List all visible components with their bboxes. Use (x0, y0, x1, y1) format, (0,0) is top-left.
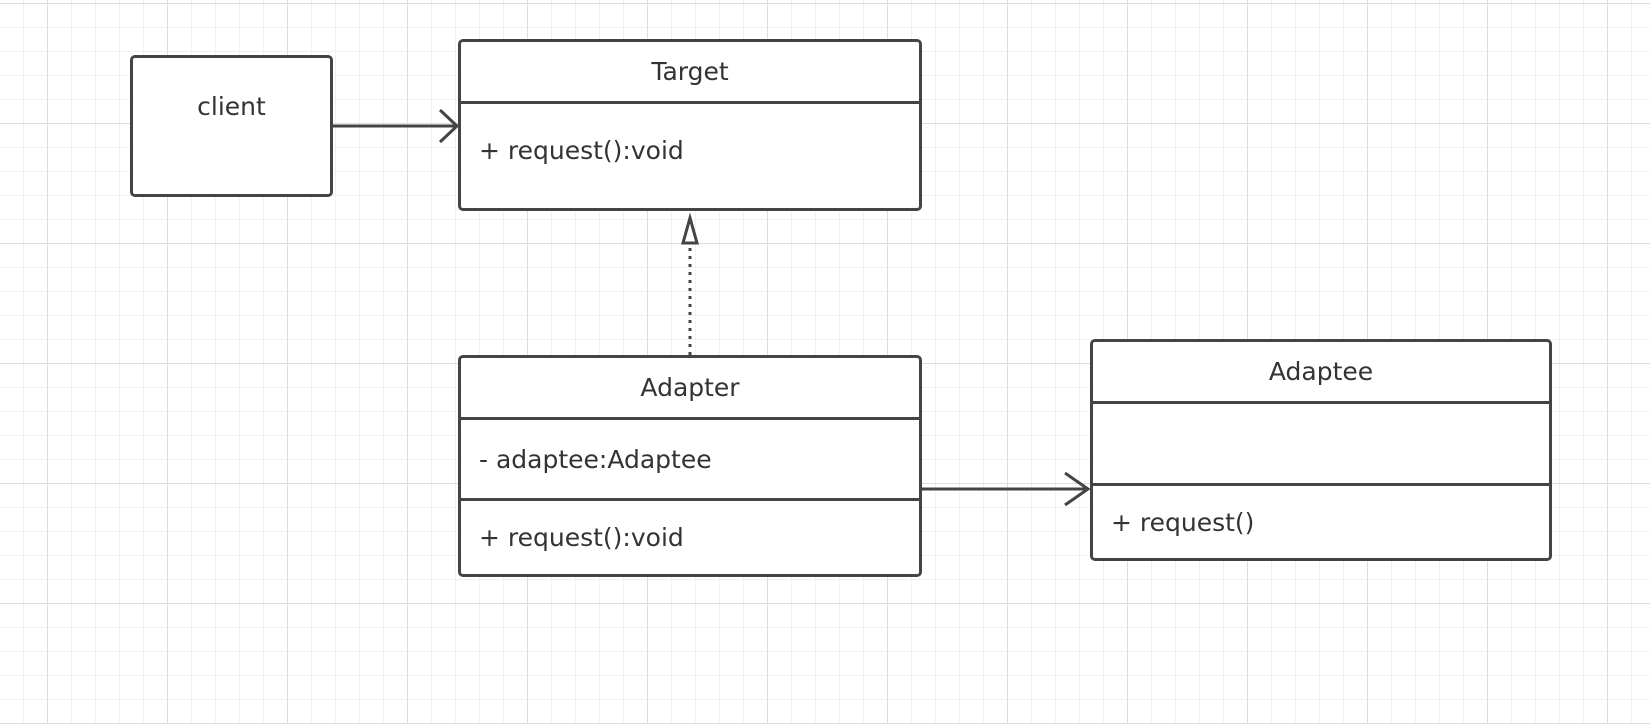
adaptee-class-box[interactable]: Adaptee + request() (1090, 339, 1552, 561)
target-method: + request():void (479, 136, 684, 165)
adapter-class-name: Adapter (461, 358, 919, 420)
adaptee-method: + request() (1111, 507, 1255, 537)
adapter-class-box[interactable]: Adapter - adaptee:Adaptee + request():vo… (458, 355, 922, 577)
client-label: client (197, 92, 266, 121)
adaptee-attributes-compartment (1093, 404, 1549, 486)
target-class-name: Target (461, 42, 919, 104)
adapter-attribute: - adaptee:Adaptee (461, 420, 919, 501)
adapter-to-adaptee-arrow (922, 471, 1091, 507)
client-to-target-arrow (333, 108, 460, 144)
client-box[interactable]: client (130, 55, 333, 197)
adapter-method: + request():void (479, 523, 684, 552)
adapter-realizes-target-arrow (681, 212, 699, 355)
adaptee-class-name: Adaptee (1093, 342, 1549, 404)
target-class-box[interactable]: Target + request():void (458, 39, 922, 211)
